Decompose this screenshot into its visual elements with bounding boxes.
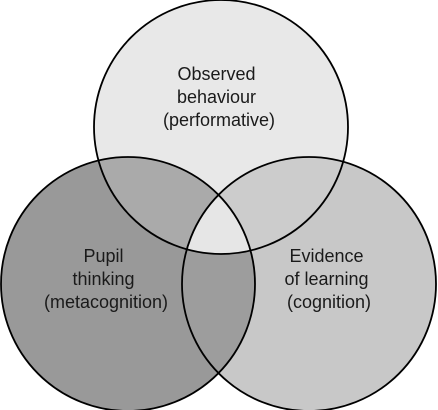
pupil-thinking-outline [0, 156, 256, 410]
overlap-observed-evidence [182, 157, 348, 254]
pupil-line-1: Pupil [83, 246, 123, 266]
evidence-line-2: of learning [284, 269, 368, 289]
observed-behaviour-outline [93, 0, 349, 255]
pupil-line-3: (metacognition) [44, 292, 168, 312]
evidence-line-3: (cognition) [287, 292, 371, 312]
observed-line-1: Observed [177, 64, 255, 84]
observed-behaviour-label: Observed behaviour (performative) [163, 64, 275, 130]
evidence-of-learning-outline [181, 156, 437, 410]
evidence-of-learning-label: Evidence of learning (cognition) [284, 246, 373, 312]
pupil-thinking-label: Pupil thinking (metacognition) [44, 246, 168, 312]
evidence-line-1: Evidence [289, 246, 363, 266]
observed-line-2: behaviour [177, 87, 256, 107]
pupil-line-2: thinking [72, 269, 134, 289]
overlap-observed-pupil [94, 157, 255, 254]
observed-line-3: (performative) [163, 110, 275, 130]
